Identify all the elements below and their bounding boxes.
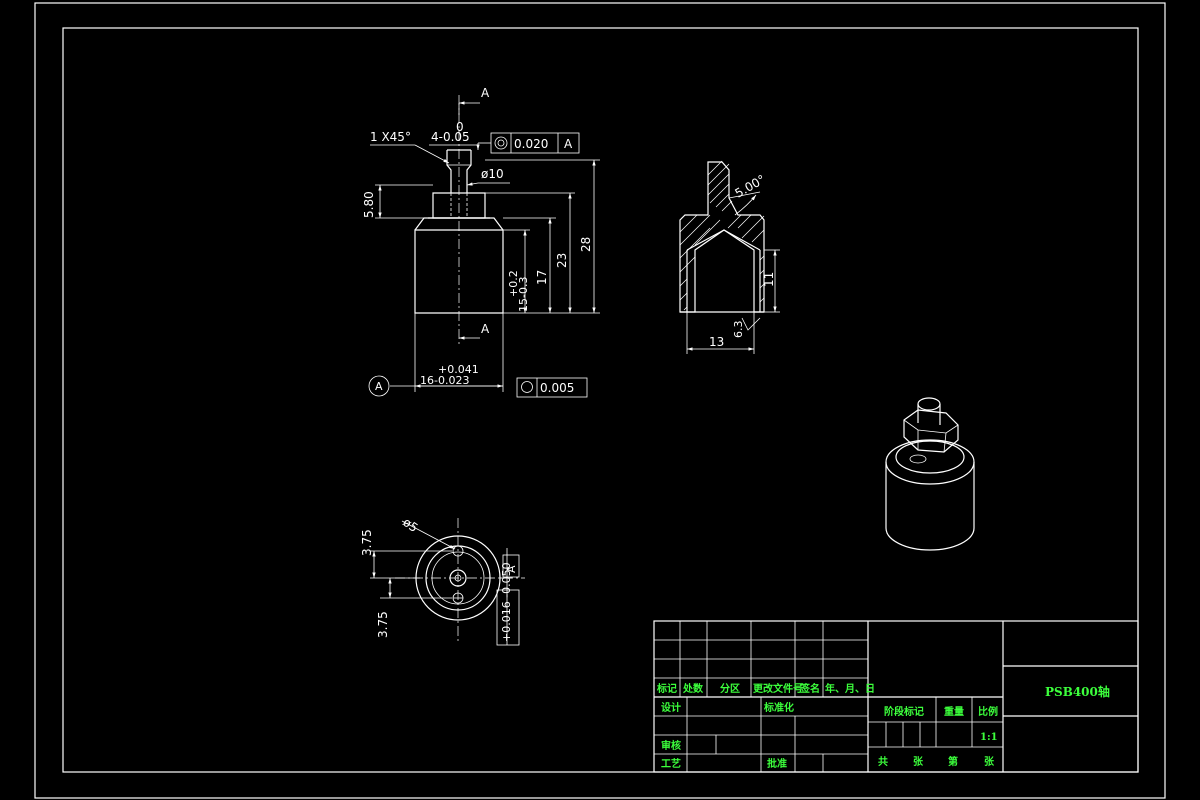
concentricity-datum: A [564,137,573,151]
tb-process: 工艺 [661,757,681,770]
dim-16-lower: 16-0.023 [420,374,469,387]
isometric-view [885,397,975,551]
concentricity-icon [494,136,508,150]
section-mark-top: A [481,86,490,100]
dim-23: 23 [555,253,569,268]
section-mark-bottom: A [481,322,490,336]
tb-sheet-unit-2: 张 [984,755,995,768]
section-view: 5.00° 11 13 6.3 [679,160,780,354]
dim-15-upper: +0.2 [507,270,520,297]
th-change-doc: 更改文件号 [753,682,803,695]
tb-review: 审核 [661,739,681,752]
roughness-value: 6.3 [732,321,745,339]
th-sign: 签名 [799,682,820,695]
tb-scale-value: 1:1 [980,732,998,743]
dim-15-lower: 15-0.3 [517,277,530,312]
part-name: PSB400轴 [1045,684,1110,699]
roundness-value: 0.005 [540,381,574,395]
angle-label: 5.00° [733,172,768,200]
chamfer-label: 1 X45° [370,130,411,144]
dim-17: 17 [535,270,549,285]
th-count: 处数 [682,682,704,695]
datum-a-label: A [375,380,383,393]
datum-a-circle [368,375,390,397]
dim-5-80: 5.80 [362,191,376,218]
label-zero: 0 [456,120,464,134]
tb-design: 设计 [661,701,681,714]
dim-3-75-bottom: 3.75 [376,611,390,638]
th-mark: 标记 [656,682,677,695]
tb-weight: 重量 [944,705,964,718]
roundness-icon [521,381,533,393]
th-date: 年、月、日 [825,682,875,695]
tb-sheet-no: 第 [948,755,958,768]
tb-sheet-unit-1: 张 [913,755,924,768]
outer-border [34,2,1166,799]
inner-border [62,27,1139,773]
top-datum: A [505,565,518,573]
concentricity-value: 0.020 [514,137,548,151]
roughness-icon [741,317,761,331]
tb-approve: 批准 [767,757,787,770]
diameter-10: ø10 [481,167,504,181]
diameter-5: ø5 [400,515,420,535]
front-view: A A 0 1 X45° 4-0.05 0.020 A ø10 [362,86,600,398]
dim-13: 13 [709,335,724,349]
tb-stage-mark: 阶段标记 [884,705,924,718]
tb-total: 共 [878,755,888,768]
th-zone: 分区 [720,682,740,695]
dim-11: 11 [762,272,776,287]
dim-3-75-top: 3.75 [360,529,374,556]
title-block: 标记 处数 分区 更改文件号 签名 年、月、日 设计 标准化 审核 工艺 批准 … [653,620,1139,773]
tolerance-4: 4-0.05 [431,130,470,144]
dim-16-upper: +0.041 [438,363,479,376]
top-tolerance: +0.016 -0.050 [500,562,513,642]
tb-scale: 比例 [978,705,998,718]
roundness-frame [516,377,588,398]
dim-28: 28 [579,237,593,252]
tb-standardize: 标准化 [763,701,794,714]
top-view: ø5 3.75 3.75 A +0.016 -0.050 [360,515,525,646]
